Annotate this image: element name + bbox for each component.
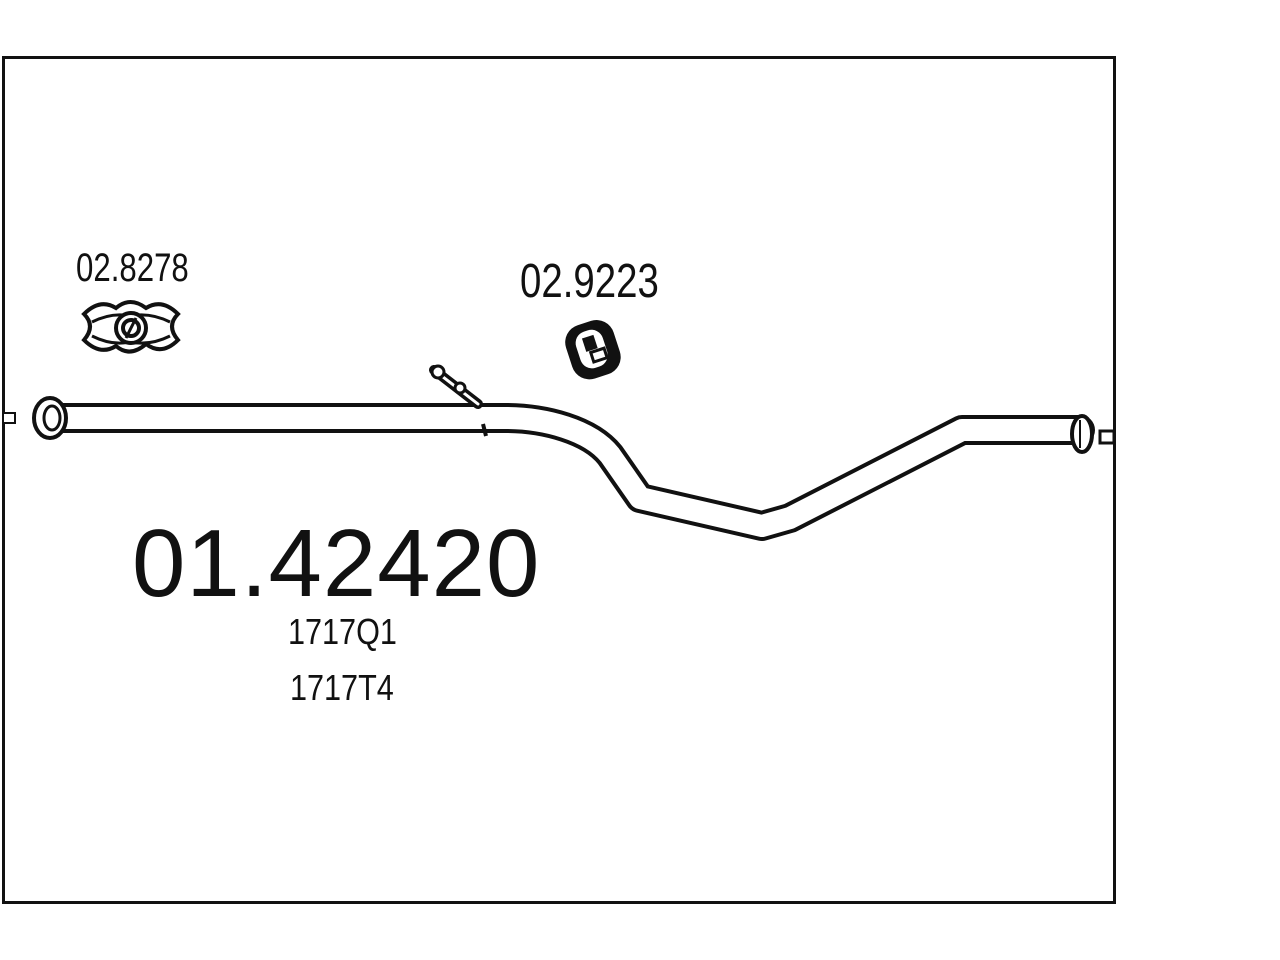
- right-pipe-end-icon: [1070, 414, 1116, 454]
- exhaust-pipe: [37, 403, 1095, 541]
- accessory-code-clamp: 02.8278: [76, 246, 189, 290]
- reference-number: 1717T4: [290, 667, 394, 708]
- accessory-code-hanger: 02.9223: [520, 255, 659, 308]
- part-number: 01.42420: [132, 510, 541, 617]
- left-pipe-end-icon: [2, 396, 68, 440]
- rubber-hanger-icon: [565, 320, 621, 380]
- diagram-frame: [2, 56, 1116, 904]
- hanger-bracket-icon: [429, 364, 488, 437]
- clamp-icon: [81, 300, 181, 354]
- reference-number: 1717Q1: [288, 611, 397, 652]
